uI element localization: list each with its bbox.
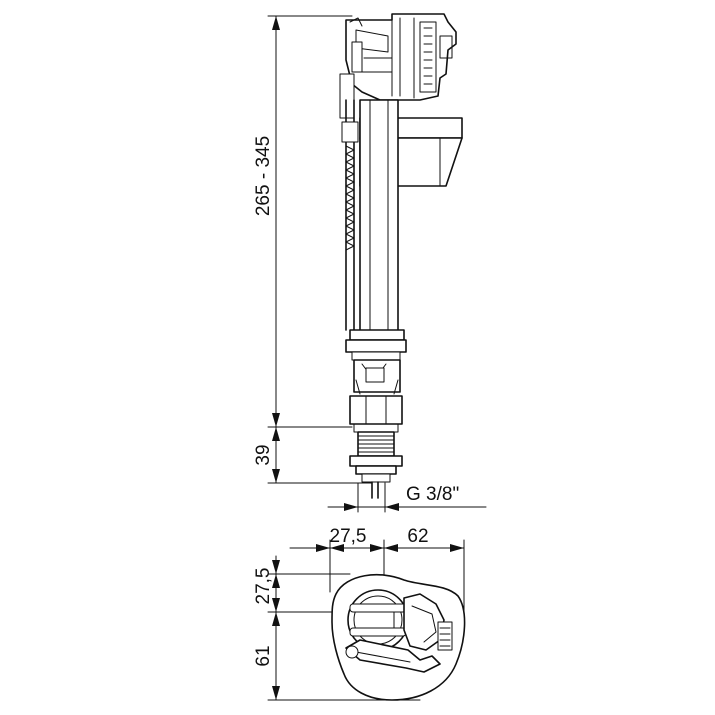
- inlet-height-label: 39: [253, 444, 274, 465]
- width-right-label: 62: [407, 526, 428, 547]
- fill-valve-side-view: [339, 13, 463, 499]
- thread-label: G 3/8": [406, 484, 459, 505]
- fill-valve-top-view: [331, 574, 466, 701]
- offset-center-label: 27,5: [330, 526, 367, 547]
- height-range-label: 265 - 345: [253, 136, 274, 216]
- dimension-lines-side-view: [267, 15, 487, 513]
- vertical-top-label: 27,5: [253, 568, 274, 605]
- vertical-bottom-label: 61: [253, 645, 274, 666]
